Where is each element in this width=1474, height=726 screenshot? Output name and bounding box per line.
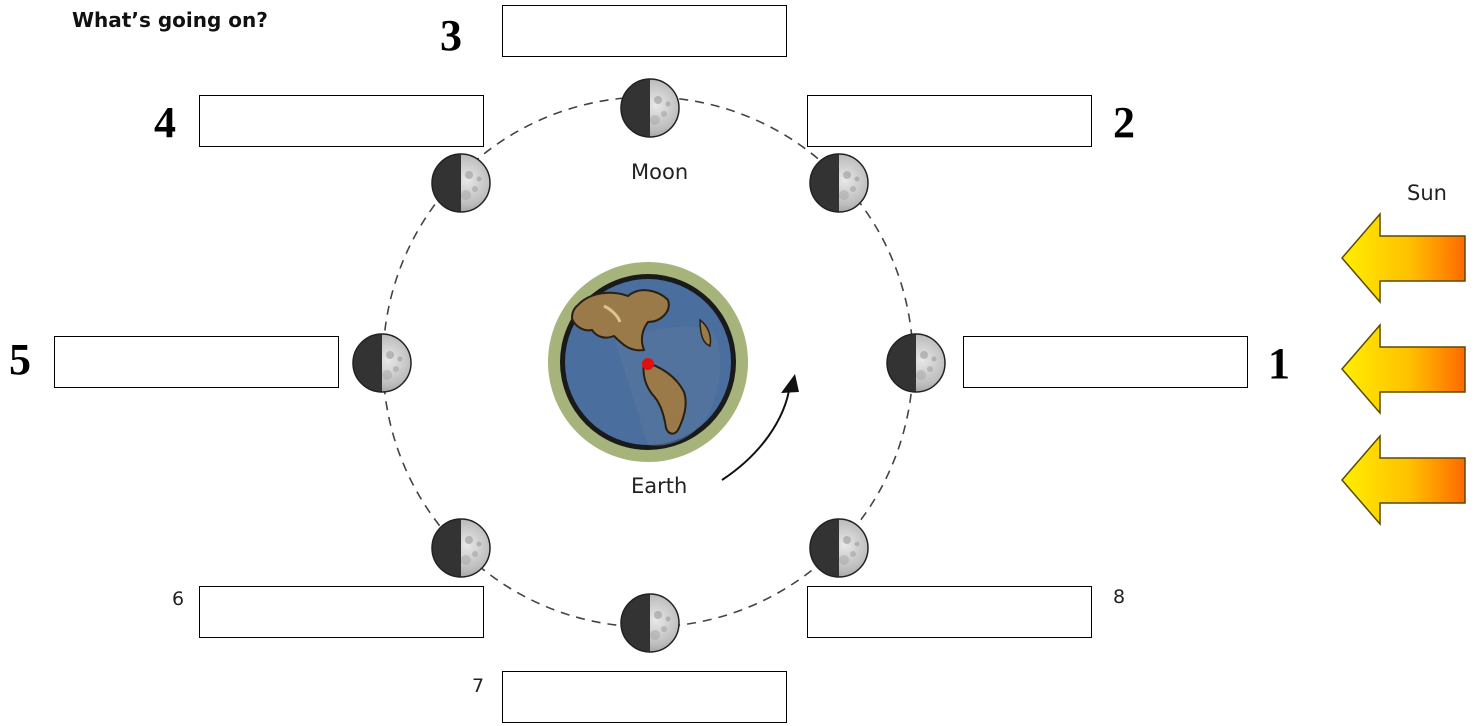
answer-box-8[interactable]: [807, 586, 1092, 638]
moon-label: Moon: [631, 160, 689, 184]
rotation-arrow: [721, 384, 791, 481]
sunlight-arrow-1: [1341, 211, 1466, 305]
moon-position-4: [431, 153, 491, 213]
position-number-7: 7: [472, 675, 485, 697]
moon-position-8: [809, 518, 869, 578]
observer-marker: [642, 358, 654, 370]
moon-position-3: [620, 78, 680, 138]
moon-position-6: [431, 518, 491, 578]
moon-position-1: [886, 333, 946, 393]
answer-box-4[interactable]: [199, 95, 484, 147]
answer-box-3[interactable]: [502, 5, 787, 57]
answer-box-6[interactable]: [199, 586, 484, 638]
position-number-8: 8: [1113, 586, 1126, 608]
earth-label: Earth: [631, 474, 688, 498]
worksheet-title: What’s going on?: [72, 8, 268, 32]
moon-position-7: [620, 593, 680, 653]
moon-position-2: [809, 153, 869, 213]
sun-label: Sun: [1407, 181, 1447, 205]
answer-box-5[interactable]: [54, 336, 339, 388]
sunlight-arrow-2: [1341, 322, 1466, 416]
position-number-6: 6: [172, 588, 185, 610]
answer-box-2[interactable]: [807, 95, 1092, 147]
sunlight-arrow-3: [1341, 433, 1466, 527]
position-number-2: 2: [1113, 98, 1135, 147]
moon-position-5: [352, 333, 412, 393]
position-number-4: 4: [154, 98, 176, 147]
answer-box-7[interactable]: [502, 671, 787, 723]
position-number-5: 5: [9, 335, 31, 384]
earth-icon: [548, 262, 748, 462]
position-number-3: 3: [440, 11, 462, 60]
answer-box-1[interactable]: [963, 336, 1248, 388]
position-number-1: 1: [1268, 339, 1290, 388]
